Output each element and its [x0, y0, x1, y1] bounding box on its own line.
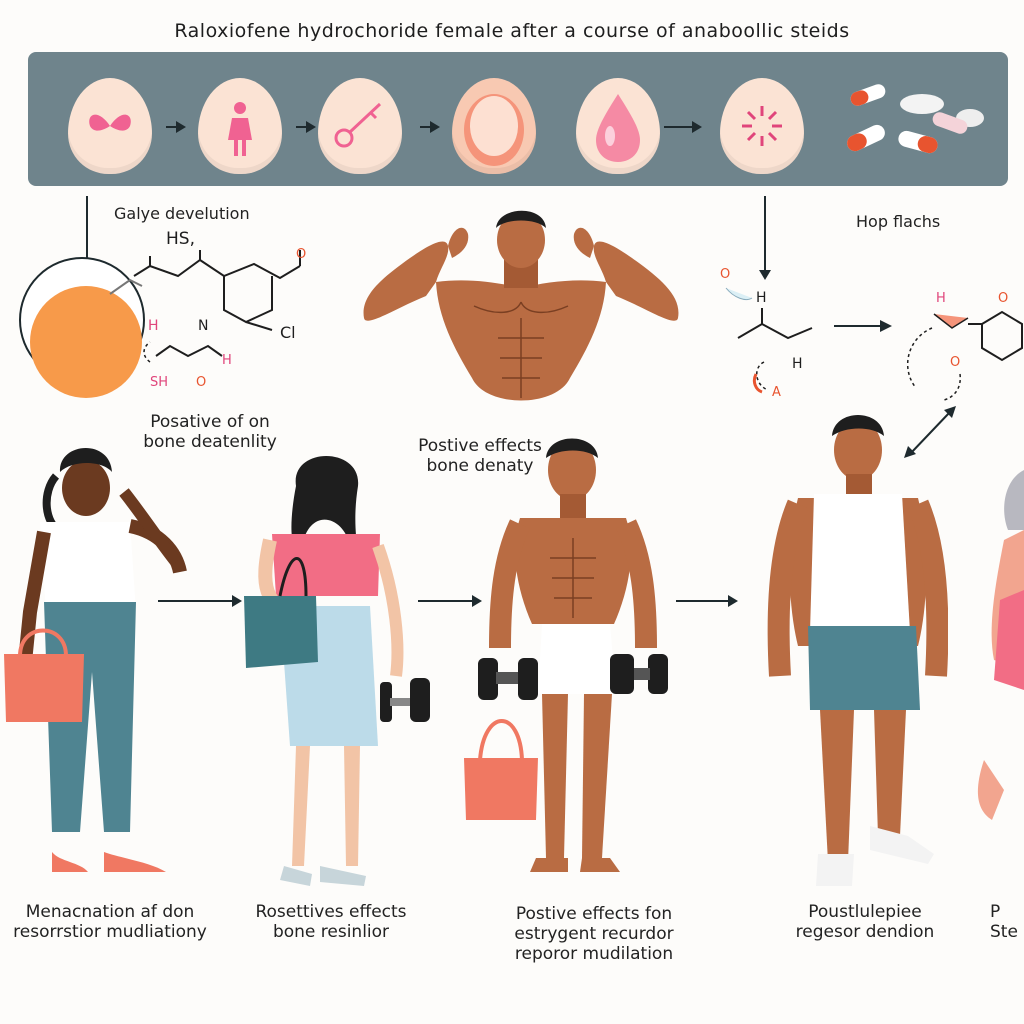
mol-n: N — [198, 318, 208, 334]
dumbbell-left-icon — [478, 658, 538, 700]
arrow-down-right — [759, 196, 771, 280]
burst-icon — [742, 106, 782, 146]
label-bottom-5: P Ste — [990, 902, 1018, 942]
arrow-stage-1-2 — [166, 121, 186, 133]
label-postive-bone: Postive effects bone denaty — [418, 436, 542, 476]
arrow-stage-2-3 — [296, 121, 316, 133]
woman-figure-1 — [4, 447, 187, 872]
molecule-left-diagram: HS, O Cl H N SH O H — [19, 230, 306, 398]
label-bottom-3: Postive effects fon estrygent recurdor r… — [514, 904, 674, 964]
mol-sh: SH — [150, 375, 168, 390]
stage-3-egg — [318, 78, 402, 174]
molr-h3: H — [936, 291, 946, 306]
label-galye: Galye develution — [114, 204, 250, 223]
woman-figure-2 — [244, 456, 430, 886]
arrow-stage-3-4 — [420, 121, 440, 133]
dumbbell-icon — [380, 678, 430, 722]
molr-h2: H — [792, 356, 803, 372]
pills-icon — [847, 84, 984, 154]
label-bottom-2: Rosettives effects bone resinlior — [255, 902, 407, 942]
butterfly-icon — [89, 114, 131, 131]
mol-cl: Cl — [280, 323, 296, 342]
mol-o: O — [296, 247, 306, 262]
label-posative-bone: Posative of on bone deatenlity — [143, 412, 277, 452]
stage-1-egg — [68, 78, 152, 174]
man-dumbbells-figure — [464, 438, 668, 872]
molecule-right-diagram: O H H A H O O — [720, 267, 1023, 458]
man-tanktop-figure — [767, 415, 948, 886]
molr-a: A — [772, 385, 781, 400]
molr-h: H — [756, 290, 767, 306]
female-figure-icon — [228, 102, 252, 156]
mol-h2: H — [222, 353, 232, 368]
stage-2-egg — [198, 78, 282, 174]
stage-5-egg — [576, 78, 660, 174]
label-bottom-4: Poustlulepiee regesor dendion — [795, 902, 935, 942]
drop-icon — [596, 94, 640, 162]
stage-6-egg — [720, 78, 804, 174]
dumbbell-right-icon — [610, 654, 668, 694]
arrow-bottom-1-2 — [158, 595, 242, 607]
page-title: Raloxiofene hydrochoride female after a … — [174, 20, 850, 42]
arrow-bottom-2-3 — [418, 595, 482, 607]
stage-4-egg — [452, 78, 536, 174]
mol-h: H — [148, 318, 159, 334]
key-icon — [334, 102, 382, 148]
mol-hs: HS, — [166, 230, 195, 249]
mol-o2: O — [196, 375, 206, 390]
arrow-bottom-3-4 — [676, 595, 738, 607]
cell-icon — [464, 94, 524, 166]
label-bottom-1: Menacnation af don resorrstior mudliatio… — [13, 902, 207, 942]
molr-o2: O — [998, 291, 1008, 306]
molr-o: O — [720, 267, 730, 282]
flexing-man-figure — [363, 210, 679, 401]
label-hot-flashes: Hop flachs — [856, 212, 941, 231]
arrow-stage-5-6 — [664, 121, 702, 133]
woman-pink-partial-figure — [977, 470, 1024, 820]
molr-o3: O — [950, 355, 960, 370]
